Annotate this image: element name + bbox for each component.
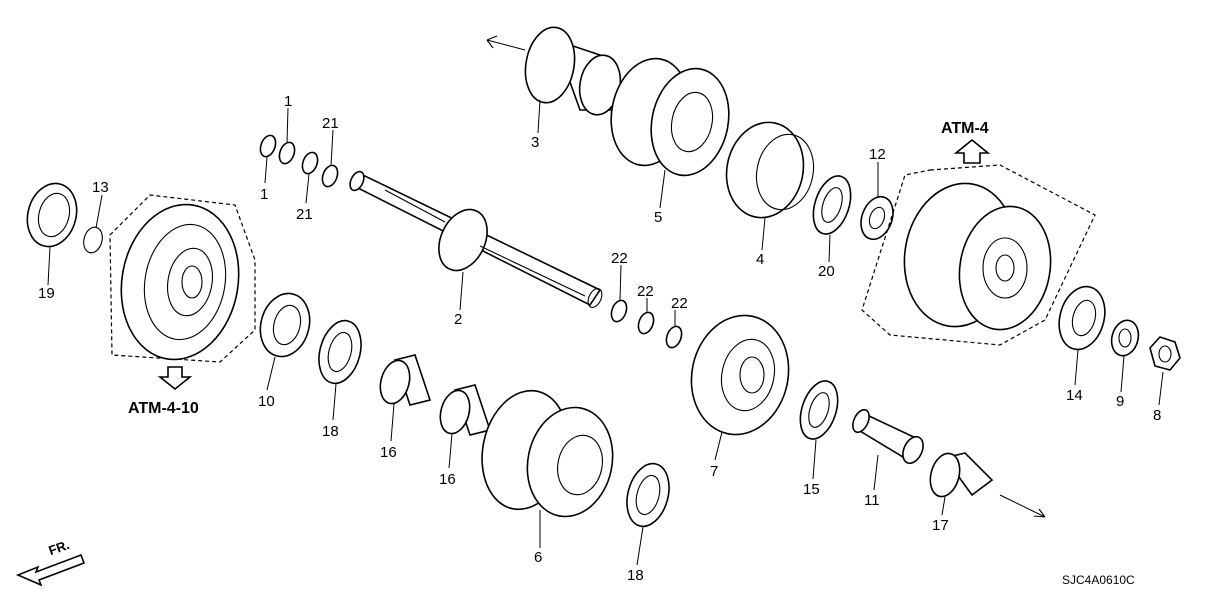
part-21-rings: [301, 151, 339, 188]
part-4-gear: [725, 121, 815, 219]
callout-15: 15: [803, 481, 820, 498]
diagram-code: SJC4A0610C: [1062, 573, 1135, 587]
callout-18-b: 18: [627, 567, 644, 584]
front-direction-label: FR.: [46, 537, 71, 558]
callout-18-a: 18: [322, 423, 339, 440]
part-18-bearing-a: [318, 319, 362, 385]
part-17-needle-bearing: [929, 452, 994, 498]
leader-lines: [47, 99, 1164, 566]
part-20-bearing: [812, 175, 852, 235]
part-10-seal: [259, 292, 311, 358]
callout-5: 5: [654, 209, 662, 226]
upper-axis-arrow: [486, 35, 526, 51]
part-6-gear: [481, 389, 614, 518]
lower-axis-arrow: [999, 494, 1046, 518]
callout-17: 17: [932, 517, 949, 534]
callout-21-top: 21: [322, 115, 339, 132]
reference-lower[interactable]: ATM-4-10: [128, 400, 199, 417]
callout-1-top: 1: [284, 93, 292, 110]
part-12-washer: [860, 195, 894, 241]
part-19-seal: [26, 182, 78, 248]
callout-2: 2: [454, 311, 462, 328]
callout-6: 6: [534, 549, 542, 566]
part-8-nut: [1149, 336, 1181, 371]
callout-9: 9: [1116, 393, 1124, 410]
callout-16-a: 16: [380, 444, 397, 461]
callout-13: 13: [92, 179, 109, 196]
part-16-needle-bearing-b: [439, 384, 492, 436]
reference-upper[interactable]: ATM-4: [941, 120, 989, 137]
part-7-gear: [690, 314, 790, 436]
callout-1-bottom: 1: [260, 186, 268, 203]
callout-12: 12: [869, 146, 886, 163]
right-clutch-assembly: [861, 164, 1096, 346]
part-2-main-shaft: [349, 170, 603, 308]
part-3-gear-bearing: [524, 26, 627, 116]
left-clutch-assembly: [109, 194, 256, 363]
part-11-sleeve: [852, 408, 924, 465]
upper-reference-arrow: [953, 138, 991, 164]
callout-22-c: 22: [671, 295, 688, 312]
callout-21-bottom: 21: [296, 206, 313, 223]
part-9-washer: [1110, 319, 1140, 357]
callout-22-b: 22: [637, 283, 654, 300]
lower-reference-arrow: [157, 366, 193, 391]
callout-20: 20: [818, 263, 835, 280]
part-1-rings: [259, 134, 296, 165]
callout-22-a: 22: [611, 250, 628, 267]
part-5-gear: [610, 57, 730, 177]
part-14-bearing: [1058, 285, 1106, 351]
callout-19: 19: [38, 285, 55, 302]
part-13-snap-ring: [83, 226, 103, 254]
callout-16-b: 16: [439, 471, 456, 488]
part-22-rings: [610, 299, 683, 349]
callout-4: 4: [756, 251, 764, 268]
callout-10: 10: [258, 393, 275, 410]
part-18-bearing-b: [626, 462, 670, 528]
callout-8: 8: [1153, 407, 1161, 424]
callout-labels: 1 1 21 21 13 19 2 3 5 4 20 12 22 22 22 1…: [38, 93, 1161, 584]
part-15-bearing: [799, 380, 839, 440]
callout-3: 3: [531, 134, 539, 151]
callout-11: 11: [864, 492, 880, 509]
front-direction-arrow: [15, 553, 86, 587]
callout-7: 7: [710, 463, 718, 480]
part-16-needle-bearing-a: [379, 354, 432, 406]
callout-14: 14: [1066, 387, 1083, 404]
